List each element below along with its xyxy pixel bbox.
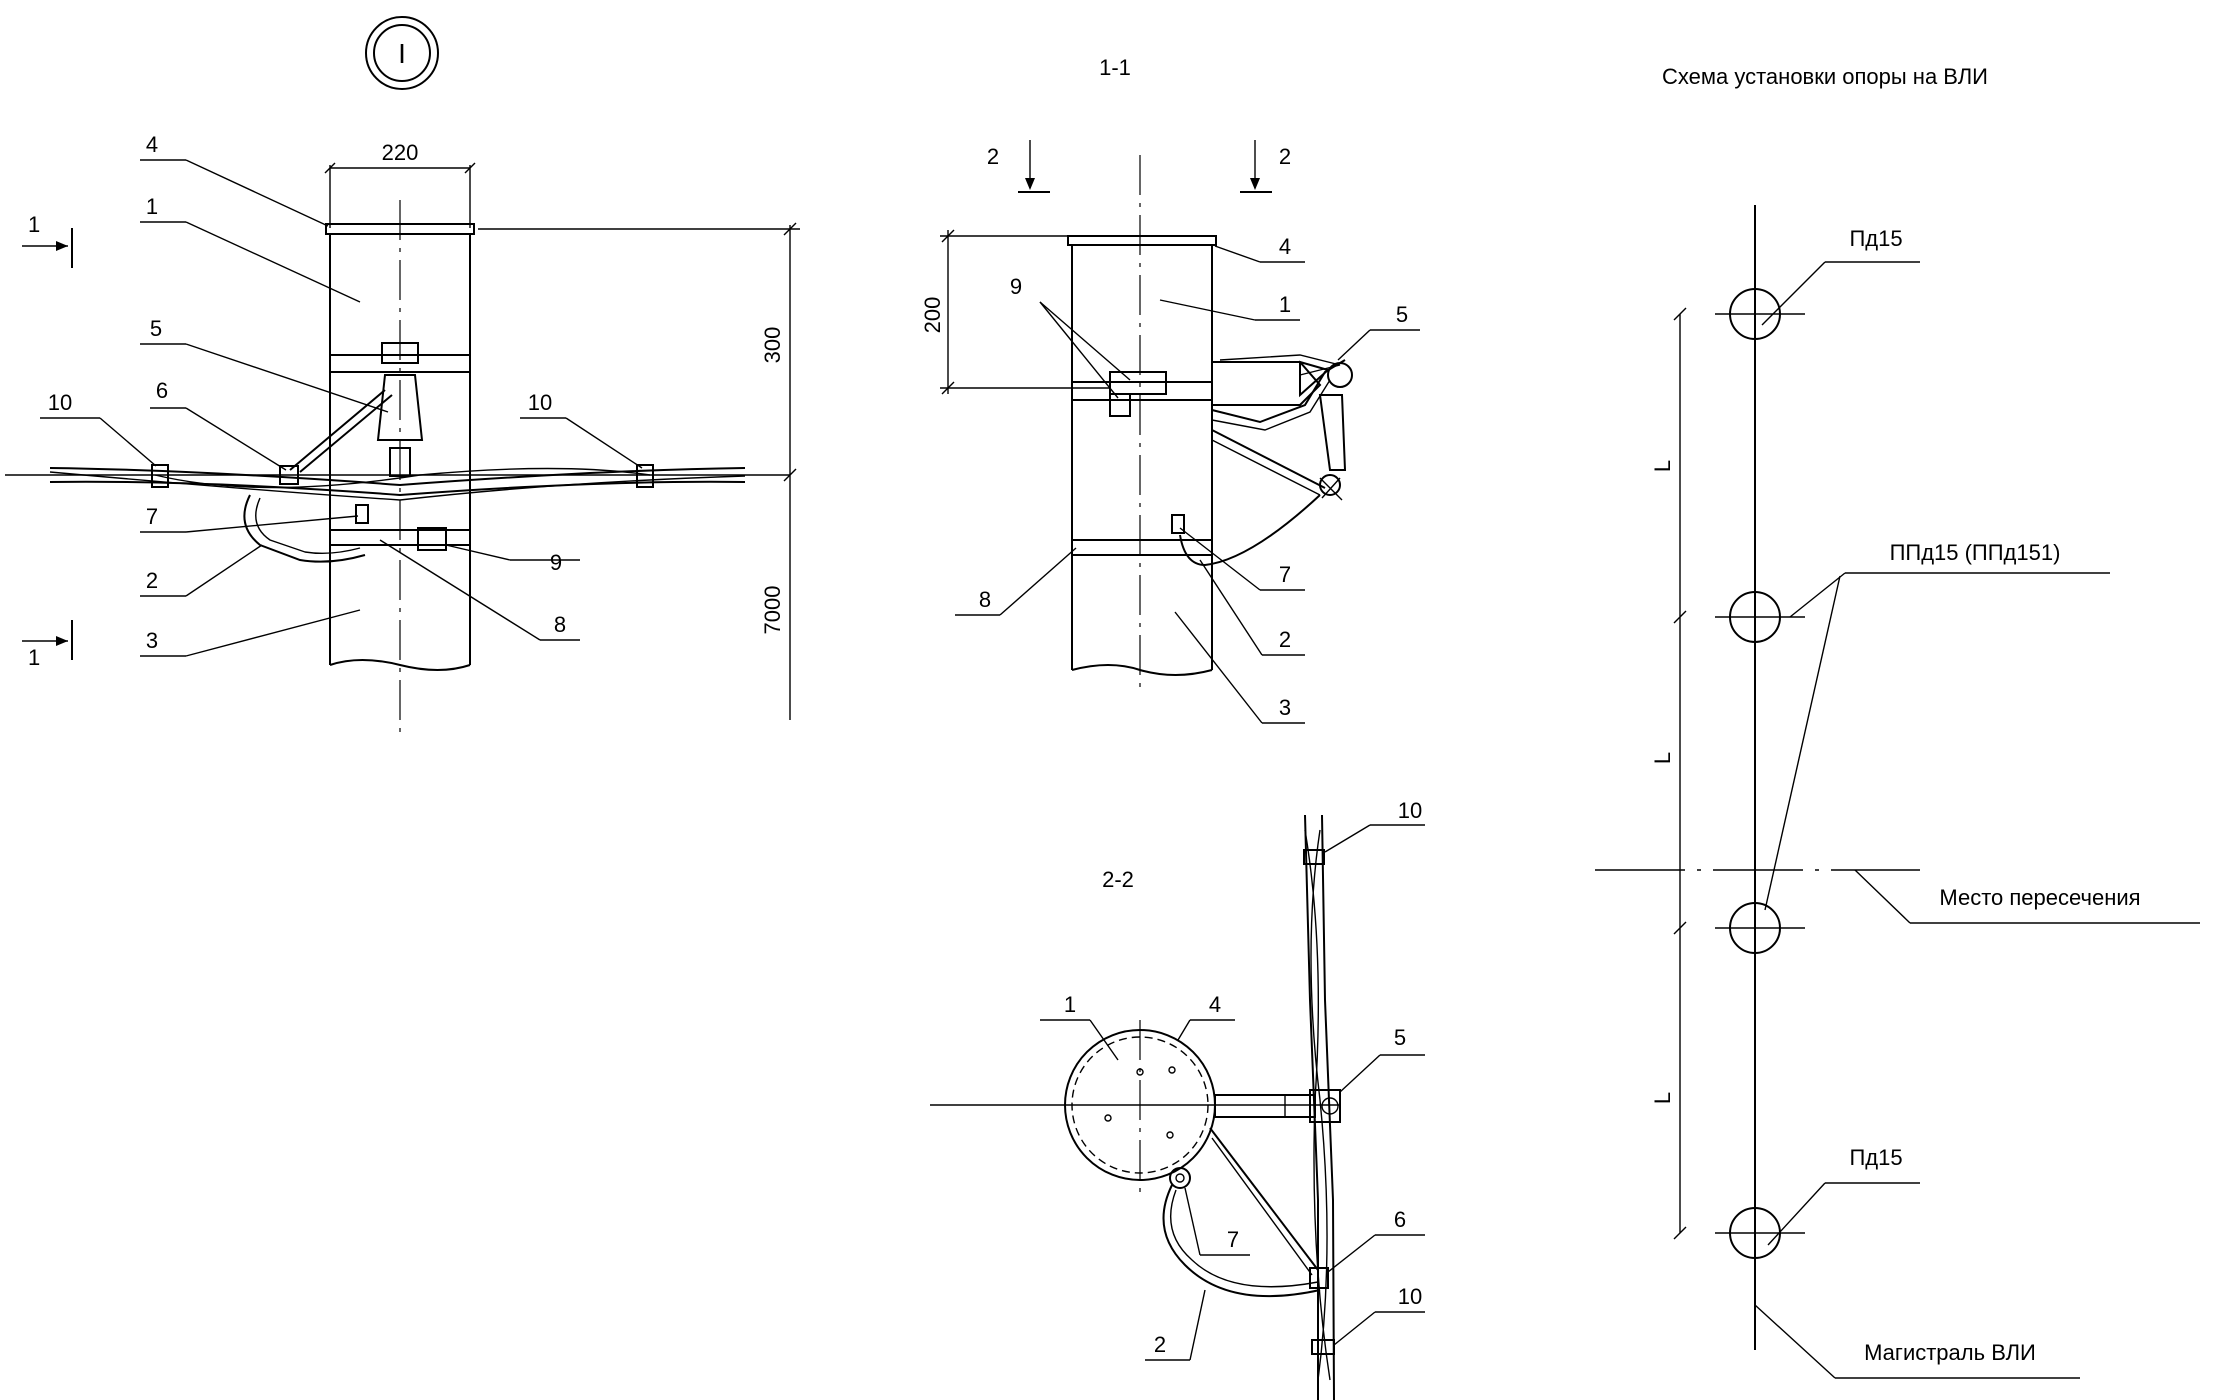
front-callout-9: 9 [550,550,562,575]
scheme-title: Схема установки опоры на ВЛИ [1662,64,1988,89]
s22-callout-6: 6 [1394,1207,1406,1232]
section-marker-label: I [398,38,406,69]
section-2-2: 2-2 1 4 [930,798,1425,1400]
s11-callout-3: 3 [1279,695,1291,720]
scheme-label-bottom: Пд15 [1849,1145,1902,1170]
dim-total: 7000 [760,586,785,635]
s11-callout-8: 8 [979,587,991,612]
cut-mark-right: 2 [1279,144,1291,169]
s11-callout-9: 9 [1010,274,1022,299]
cut-mark-left: 2 [987,144,999,169]
scheme-label-top: Пд15 [1849,226,1902,251]
span-label-1: L [1650,460,1675,472]
s22-callout-7: 7 [1227,1227,1239,1252]
front-callout-4: 4 [146,132,158,157]
front-callout-7: 7 [146,504,158,529]
section-2-2-title: 2-2 [1102,867,1134,892]
section-1-1-callouts: 9 4 1 5 7 2 3 8 [955,234,1420,724]
dim-h: 200 [920,297,945,334]
s22-callout-5: 5 [1394,1025,1406,1050]
section-marker: I [365,16,439,90]
installation-scheme: Схема установки опоры на ВЛИ L L L Пд15 … [1595,64,2200,1379]
s22-callout-1: 1 [1064,992,1076,1017]
s22-callout-10b: 10 [1398,1284,1422,1309]
cut-mark-lower: 1 [28,645,40,670]
span-label-2: L [1650,752,1675,764]
s11-callout-1: 1 [1279,292,1291,317]
cut-mark-upper: 1 [28,212,40,237]
front-callout-3: 3 [146,628,158,653]
front-view: 220 300 7000 1 1 4 1 5 6 10 10 [5,132,800,735]
front-callout-2: 2 [146,568,158,593]
scheme-label-crossing: Место пересечения [1939,885,2140,910]
section-2-2-callouts: 1 4 5 10 6 10 7 2 [1040,798,1425,1361]
front-callout-1: 1 [146,194,158,219]
dim-top: 300 [760,327,785,364]
s22-callout-10a: 10 [1398,798,1422,823]
s11-callout-4: 4 [1279,234,1291,259]
scheme-label-main: Магистраль ВЛИ [1864,1340,2036,1365]
span-label-3: L [1650,1092,1675,1104]
front-callouts: 4 1 5 6 10 10 7 2 3 9 8 [40,132,643,657]
s22-callout-4: 4 [1209,992,1221,1017]
front-callout-8: 8 [554,612,566,637]
section-1-1: 1-1 2 2 [920,55,1420,724]
front-callout-6: 6 [156,378,168,403]
s11-callout-5: 5 [1396,302,1408,327]
section-1-1-title: 1-1 [1099,55,1131,80]
scheme-label-middle: ППд15 (ППд151) [1890,540,2061,565]
dim-width: 220 [382,140,419,165]
s22-callout-2: 2 [1154,1332,1166,1357]
front-callout-10a: 10 [48,390,72,415]
front-callout-5: 5 [150,316,162,341]
s11-callout-7: 7 [1279,562,1291,587]
s11-callout-2: 2 [1279,627,1291,652]
front-callout-10b: 10 [528,390,552,415]
